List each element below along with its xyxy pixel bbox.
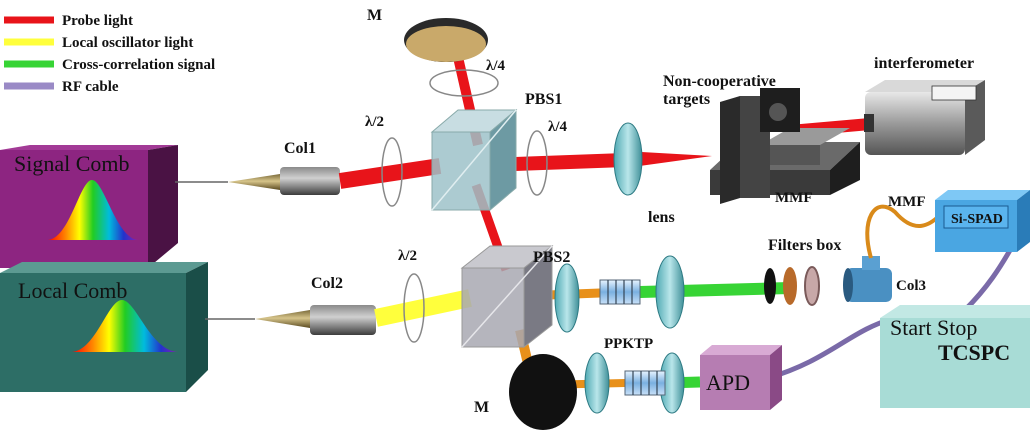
filters-box-group (764, 266, 820, 306)
probe-beam-focus (625, 151, 712, 168)
lens-pbs2-out (554, 263, 580, 333)
col1-collimator (228, 167, 340, 195)
tcspc-label: TCSPC (938, 340, 1010, 365)
lens-label: lens (648, 209, 675, 226)
quarter-wave-plate-top (429, 69, 499, 97)
non-cooperative-target-stage (710, 88, 860, 204)
mmf-right-label: MMF (888, 194, 925, 210)
ppktp-label: PPKTP (604, 336, 653, 352)
filters-box-label: Filters box (768, 237, 841, 254)
signal-spectrum-icon (48, 180, 138, 240)
local-comb-label: Local Comb (18, 278, 127, 303)
signal-comb-label: Signal Comb (14, 151, 130, 176)
probe-beam-pbs1-lens (514, 153, 626, 171)
probe-beam-col1-pbs1 (338, 158, 442, 189)
pbs2-label: PBS2 (533, 249, 570, 266)
mirror-top-label: M (367, 7, 382, 24)
legend-item-cc: Cross-correlation signal (4, 57, 215, 73)
col3-collimator (843, 256, 892, 302)
local-spectrum-icon (72, 300, 178, 352)
apd-box: APD (700, 345, 782, 410)
legend-label-rf: RF cable (62, 79, 119, 95)
legend-item-rf: RF cable (4, 79, 119, 95)
ppktp-crystal-lower (624, 370, 666, 396)
interferometer-label: interferometer (874, 55, 974, 72)
col3-label: Col3 (896, 278, 926, 294)
mmf-fiber-spad (865, 204, 942, 259)
tcspc-start-stop-label: Start Stop (890, 315, 977, 340)
pbs2-cube (460, 244, 554, 349)
lo-beam-col2-pbs2 (374, 289, 472, 327)
legend-label-probe: Probe light (62, 13, 133, 29)
legend-item-probe: Probe light (4, 13, 133, 29)
pbs1-label: PBS1 (525, 91, 562, 108)
local-comb-box: Local Comb (0, 262, 208, 392)
lens-focus (613, 122, 643, 196)
signal-comb-box: Signal Comb (0, 145, 178, 268)
quarter-wave-plate-right (526, 130, 548, 196)
ppktp-crystal-upper (599, 279, 641, 305)
quarter-wave-top-label: λ/4 (486, 58, 506, 74)
legend-label-lo: Local oscillator light (62, 35, 193, 51)
lens-lower-1 (584, 352, 610, 414)
legend: Probe light Local oscillator light Cross… (4, 13, 215, 95)
tcspc-box: Start Stop TCSPC (880, 305, 1030, 408)
legend-label-cc: Cross-correlation signal (62, 57, 215, 73)
mirror-top (404, 18, 488, 62)
interferometer-device (864, 80, 985, 155)
pbs1-cube (430, 108, 518, 212)
lens-upper-cc (655, 255, 685, 329)
rf-cable-apd (767, 315, 896, 381)
mirror-bottom (509, 354, 577, 430)
half-wave-plate-2 (403, 273, 425, 343)
half-wave-2-label: λ/2 (398, 248, 417, 264)
targets-label-line1: Non-cooperative (663, 73, 776, 90)
mirror-bottom-label: M (474, 399, 489, 416)
legend-item-lo: Local oscillator light (4, 35, 193, 51)
si-spad-label: Si-SPAD (951, 212, 1003, 227)
filter-3 (804, 266, 820, 306)
targets-label-line2: targets (663, 91, 710, 108)
half-wave-1-label: λ/2 (365, 114, 384, 130)
col2-collimator (255, 305, 376, 335)
half-wave-plate-1 (381, 137, 403, 207)
col1-label: Col1 (284, 140, 316, 157)
apd-label: APD (706, 370, 750, 395)
filter-2 (783, 267, 797, 305)
filter-1 (764, 268, 776, 304)
quarter-wave-right-label: λ/4 (548, 119, 568, 135)
mmf-top-label: MMF (775, 190, 812, 206)
col2-label: Col2 (311, 275, 343, 292)
si-spad-box: Si-SPAD (935, 190, 1030, 252)
